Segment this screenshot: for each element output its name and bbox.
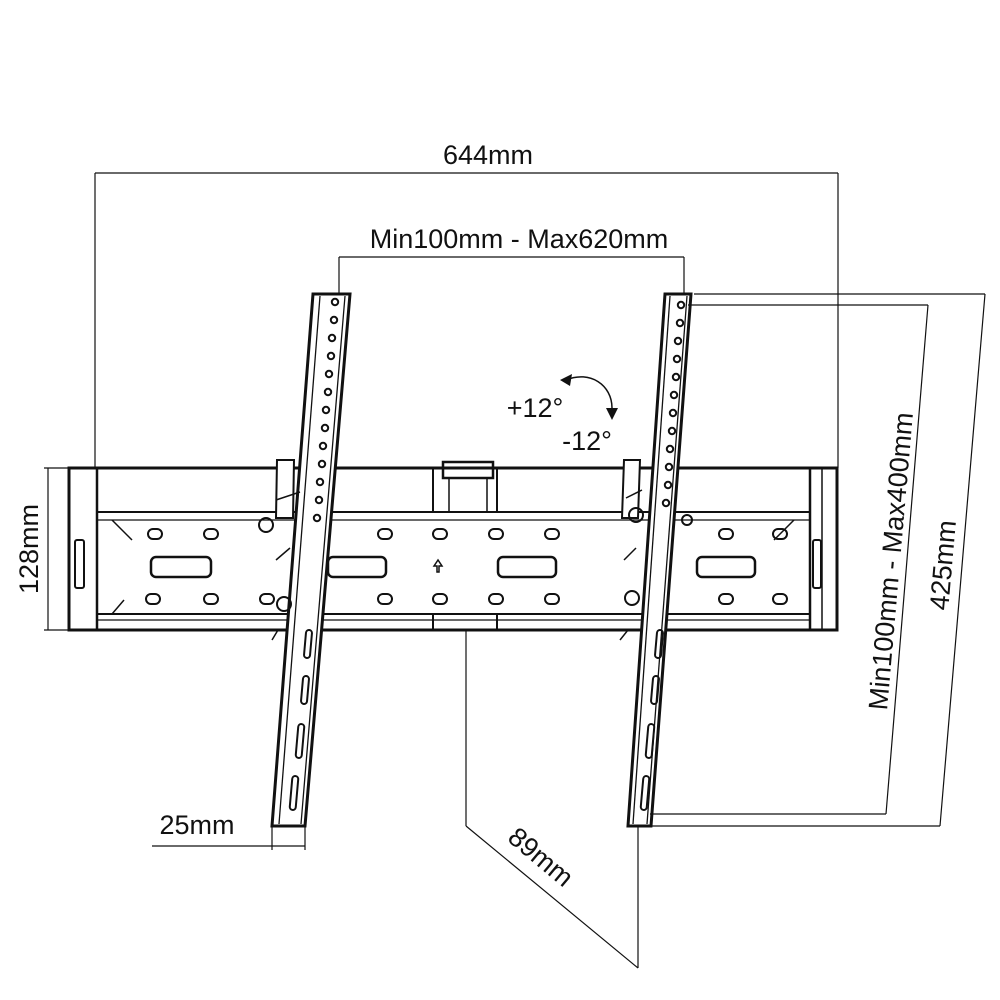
wall-plate [67,460,839,632]
left-vertical-arm [258,292,352,828]
arm-width-label: 25mm [159,810,234,840]
dimension-lines [44,172,986,969]
right-vertical-arm [619,292,693,828]
tilt-up-label: +12° [507,393,564,423]
tilt-arrow-icon [560,374,618,420]
arm-height-label: 425mm [924,519,962,611]
overall-width-label: 644mm [443,140,533,170]
depth-label: 89mm [502,822,579,893]
tilt-down-label: -12° [562,426,612,456]
vesa-vertical-label: Min100mm - Max400mm [863,411,919,711]
plate-height-label: 128mm [14,504,44,594]
vesa-horizontal-label: Min100mm - Max620mm [370,224,669,254]
